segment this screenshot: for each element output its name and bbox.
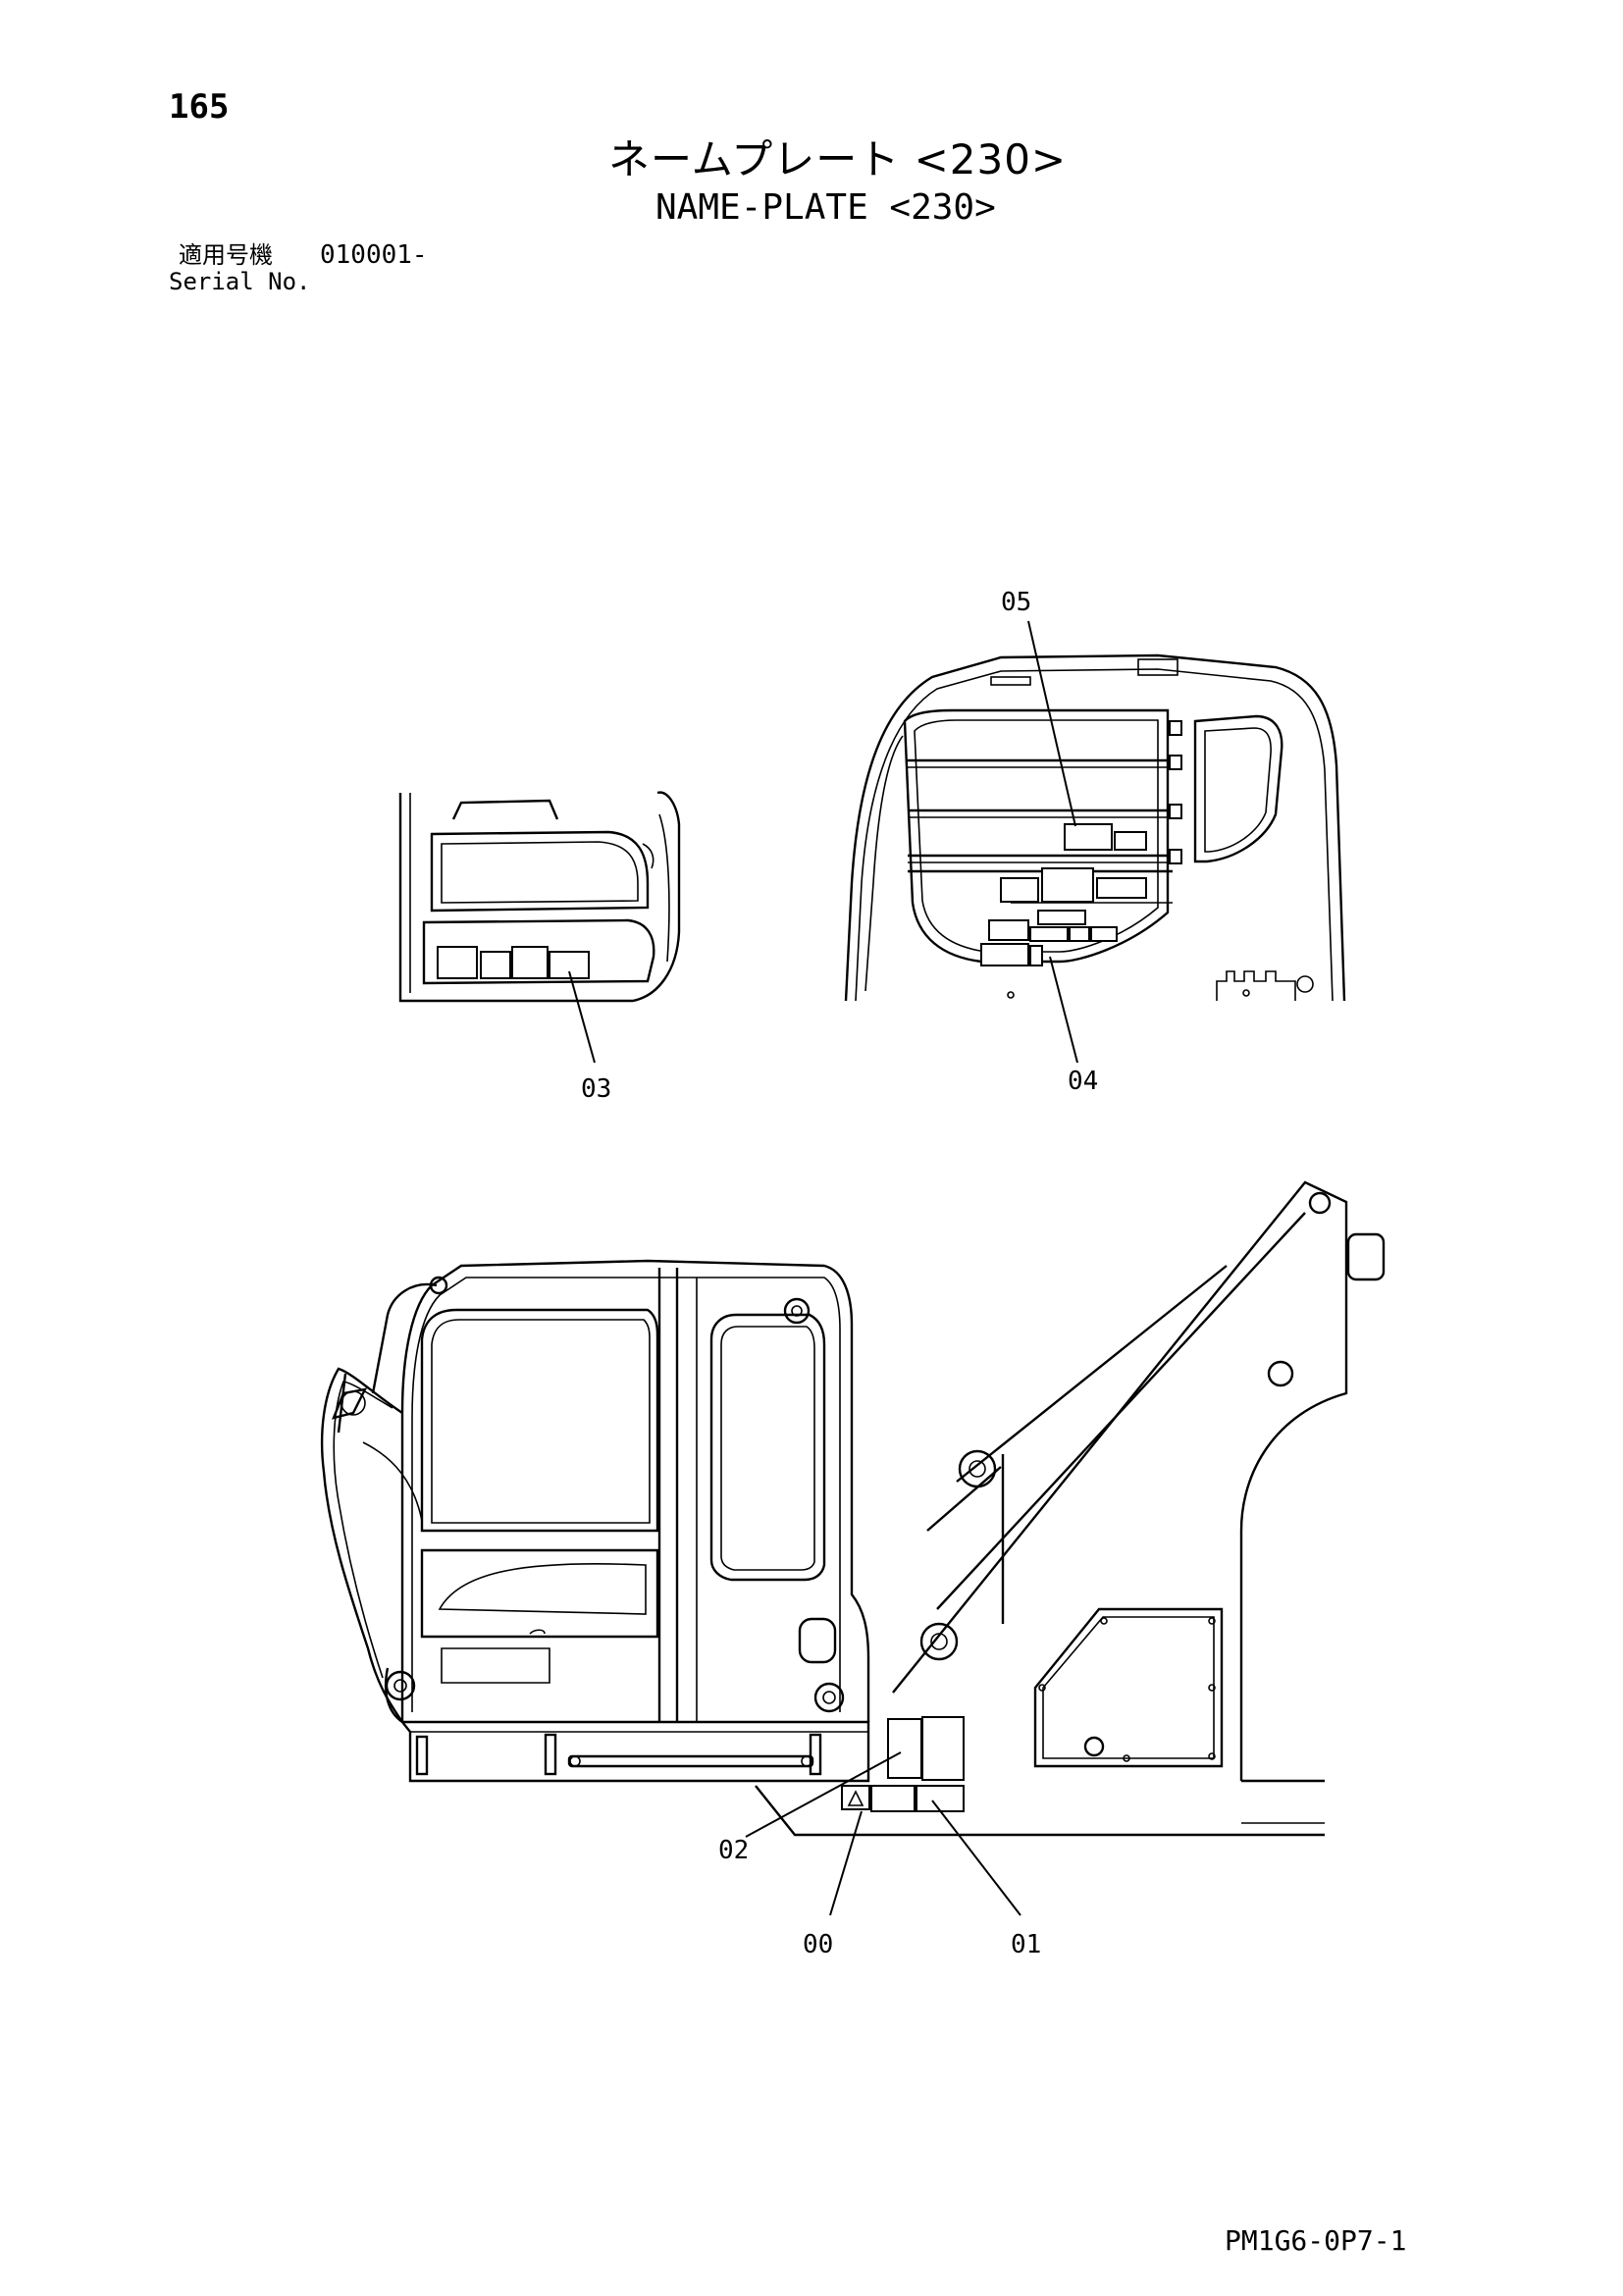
callout-00: 00	[803, 1930, 833, 1959]
plate-05b	[1114, 831, 1147, 851]
document-code: PM1G6-0P7-1	[1225, 2224, 1407, 2257]
plate-04b	[1041, 867, 1094, 903]
callout-03: 03	[581, 1074, 611, 1104]
plate-04e	[988, 919, 1029, 941]
plate-03b	[480, 951, 511, 979]
leader-00	[829, 1810, 863, 1916]
callout-01: 01	[1011, 1930, 1041, 1959]
plate-03c	[511, 946, 549, 979]
plate-04d	[1037, 910, 1086, 925]
leader-03	[568, 970, 596, 1064]
serial-number-value: 010001-	[320, 240, 428, 270]
plate-04g	[1069, 926, 1090, 942]
door-detail-view	[398, 791, 681, 1064]
plate-04h	[1090, 926, 1118, 942]
plate-04f	[1029, 926, 1069, 942]
plate-01-lower-a	[870, 1785, 916, 1812]
plate-05a	[1064, 823, 1113, 851]
machine-side-view	[320, 1180, 1386, 1916]
title-english: NAME-PLATE <230>	[655, 187, 996, 228]
callout-04: 04	[1068, 1067, 1098, 1096]
leader-04	[1049, 956, 1078, 1064]
serial-label-japanese: 適用号機	[179, 241, 273, 269]
plate-04c	[1096, 877, 1147, 899]
cab-interior-detail-view	[844, 620, 1346, 1064]
page-number: 165	[169, 87, 230, 127]
leader-02	[745, 1751, 902, 1838]
plate-04j	[1029, 945, 1043, 966]
plate-04i	[980, 943, 1029, 966]
title-japanese: ネームプレート <230>	[608, 135, 1068, 183]
callout-02: 02	[718, 1836, 749, 1865]
leader-01	[931, 1800, 1021, 1916]
serial-label-english: Serial No.	[169, 268, 311, 295]
plate-03a	[437, 946, 478, 979]
plate-04a	[1000, 877, 1039, 903]
callout-05: 05	[1001, 588, 1031, 617]
leader-05	[1027, 620, 1076, 827]
